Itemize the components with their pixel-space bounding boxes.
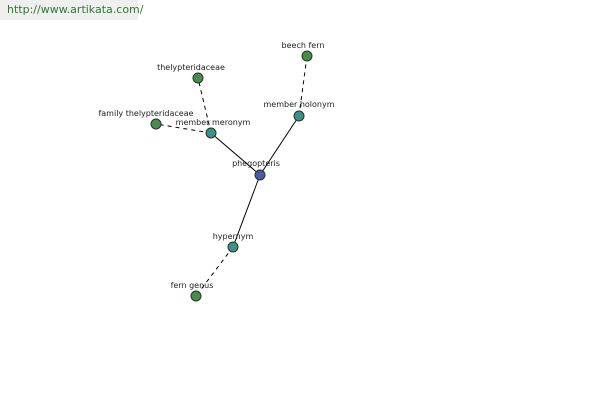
node-member-holonym-label: member holonym: [263, 100, 334, 109]
node-member-meronym[interactable]: member meronym: [176, 118, 251, 139]
node-hypernym-dot[interactable]: [227, 241, 239, 253]
node-fern-genus-label: fern genus: [171, 281, 214, 290]
edge-holonym-beech: [298, 55, 308, 117]
node-thelypteridaceae-label: thelypteridaceae: [157, 63, 225, 72]
site-url-link[interactable]: http://www.artikata.com/: [0, 0, 143, 20]
node-member-meronym-dot[interactable]: [205, 127, 217, 139]
edge-meronym-thelypteridaceae: [197, 77, 212, 134]
node-beech-fern-dot[interactable]: [301, 50, 313, 62]
node-family-thelypteridaceae[interactable]: family thelypteridaceae: [98, 109, 194, 130]
edge-hypernym-fern: [195, 246, 234, 297]
node-thelypteridaceae-dot[interactable]: [192, 72, 204, 84]
node-phegopteris-dot[interactable]: [254, 169, 266, 181]
node-beech-fern[interactable]: beech fern: [282, 41, 325, 62]
node-beech-fern-label: beech fern: [282, 41, 325, 50]
node-member-holonym-dot[interactable]: [293, 110, 305, 122]
node-family-thelypteridaceae-dot[interactable]: [150, 118, 162, 130]
node-member-meronym-label: member meronym: [176, 118, 251, 127]
edge-center-holonym: [259, 115, 300, 176]
node-hypernym-label: hypernym: [213, 232, 254, 241]
node-member-holonym[interactable]: member holonym: [263, 100, 335, 122]
edge-center-hypernym: [232, 174, 261, 248]
node-hypernym[interactable]: hypernym: [213, 232, 254, 253]
node-fern-genus-dot[interactable]: [190, 290, 202, 302]
edge-meronym-family: [155, 123, 212, 134]
node-fern-genus[interactable]: fern genus: [171, 281, 214, 302]
node-thelypteridaceae[interactable]: thelypteridaceae: [157, 63, 225, 84]
node-phegopteris[interactable]: phegopteris: [232, 159, 280, 181]
node-phegopteris-label: phegopteris: [232, 159, 280, 168]
node-family-thelypteridaceae-label: family thelypteridaceae: [98, 109, 193, 118]
edge-center-meronym: [210, 132, 261, 176]
